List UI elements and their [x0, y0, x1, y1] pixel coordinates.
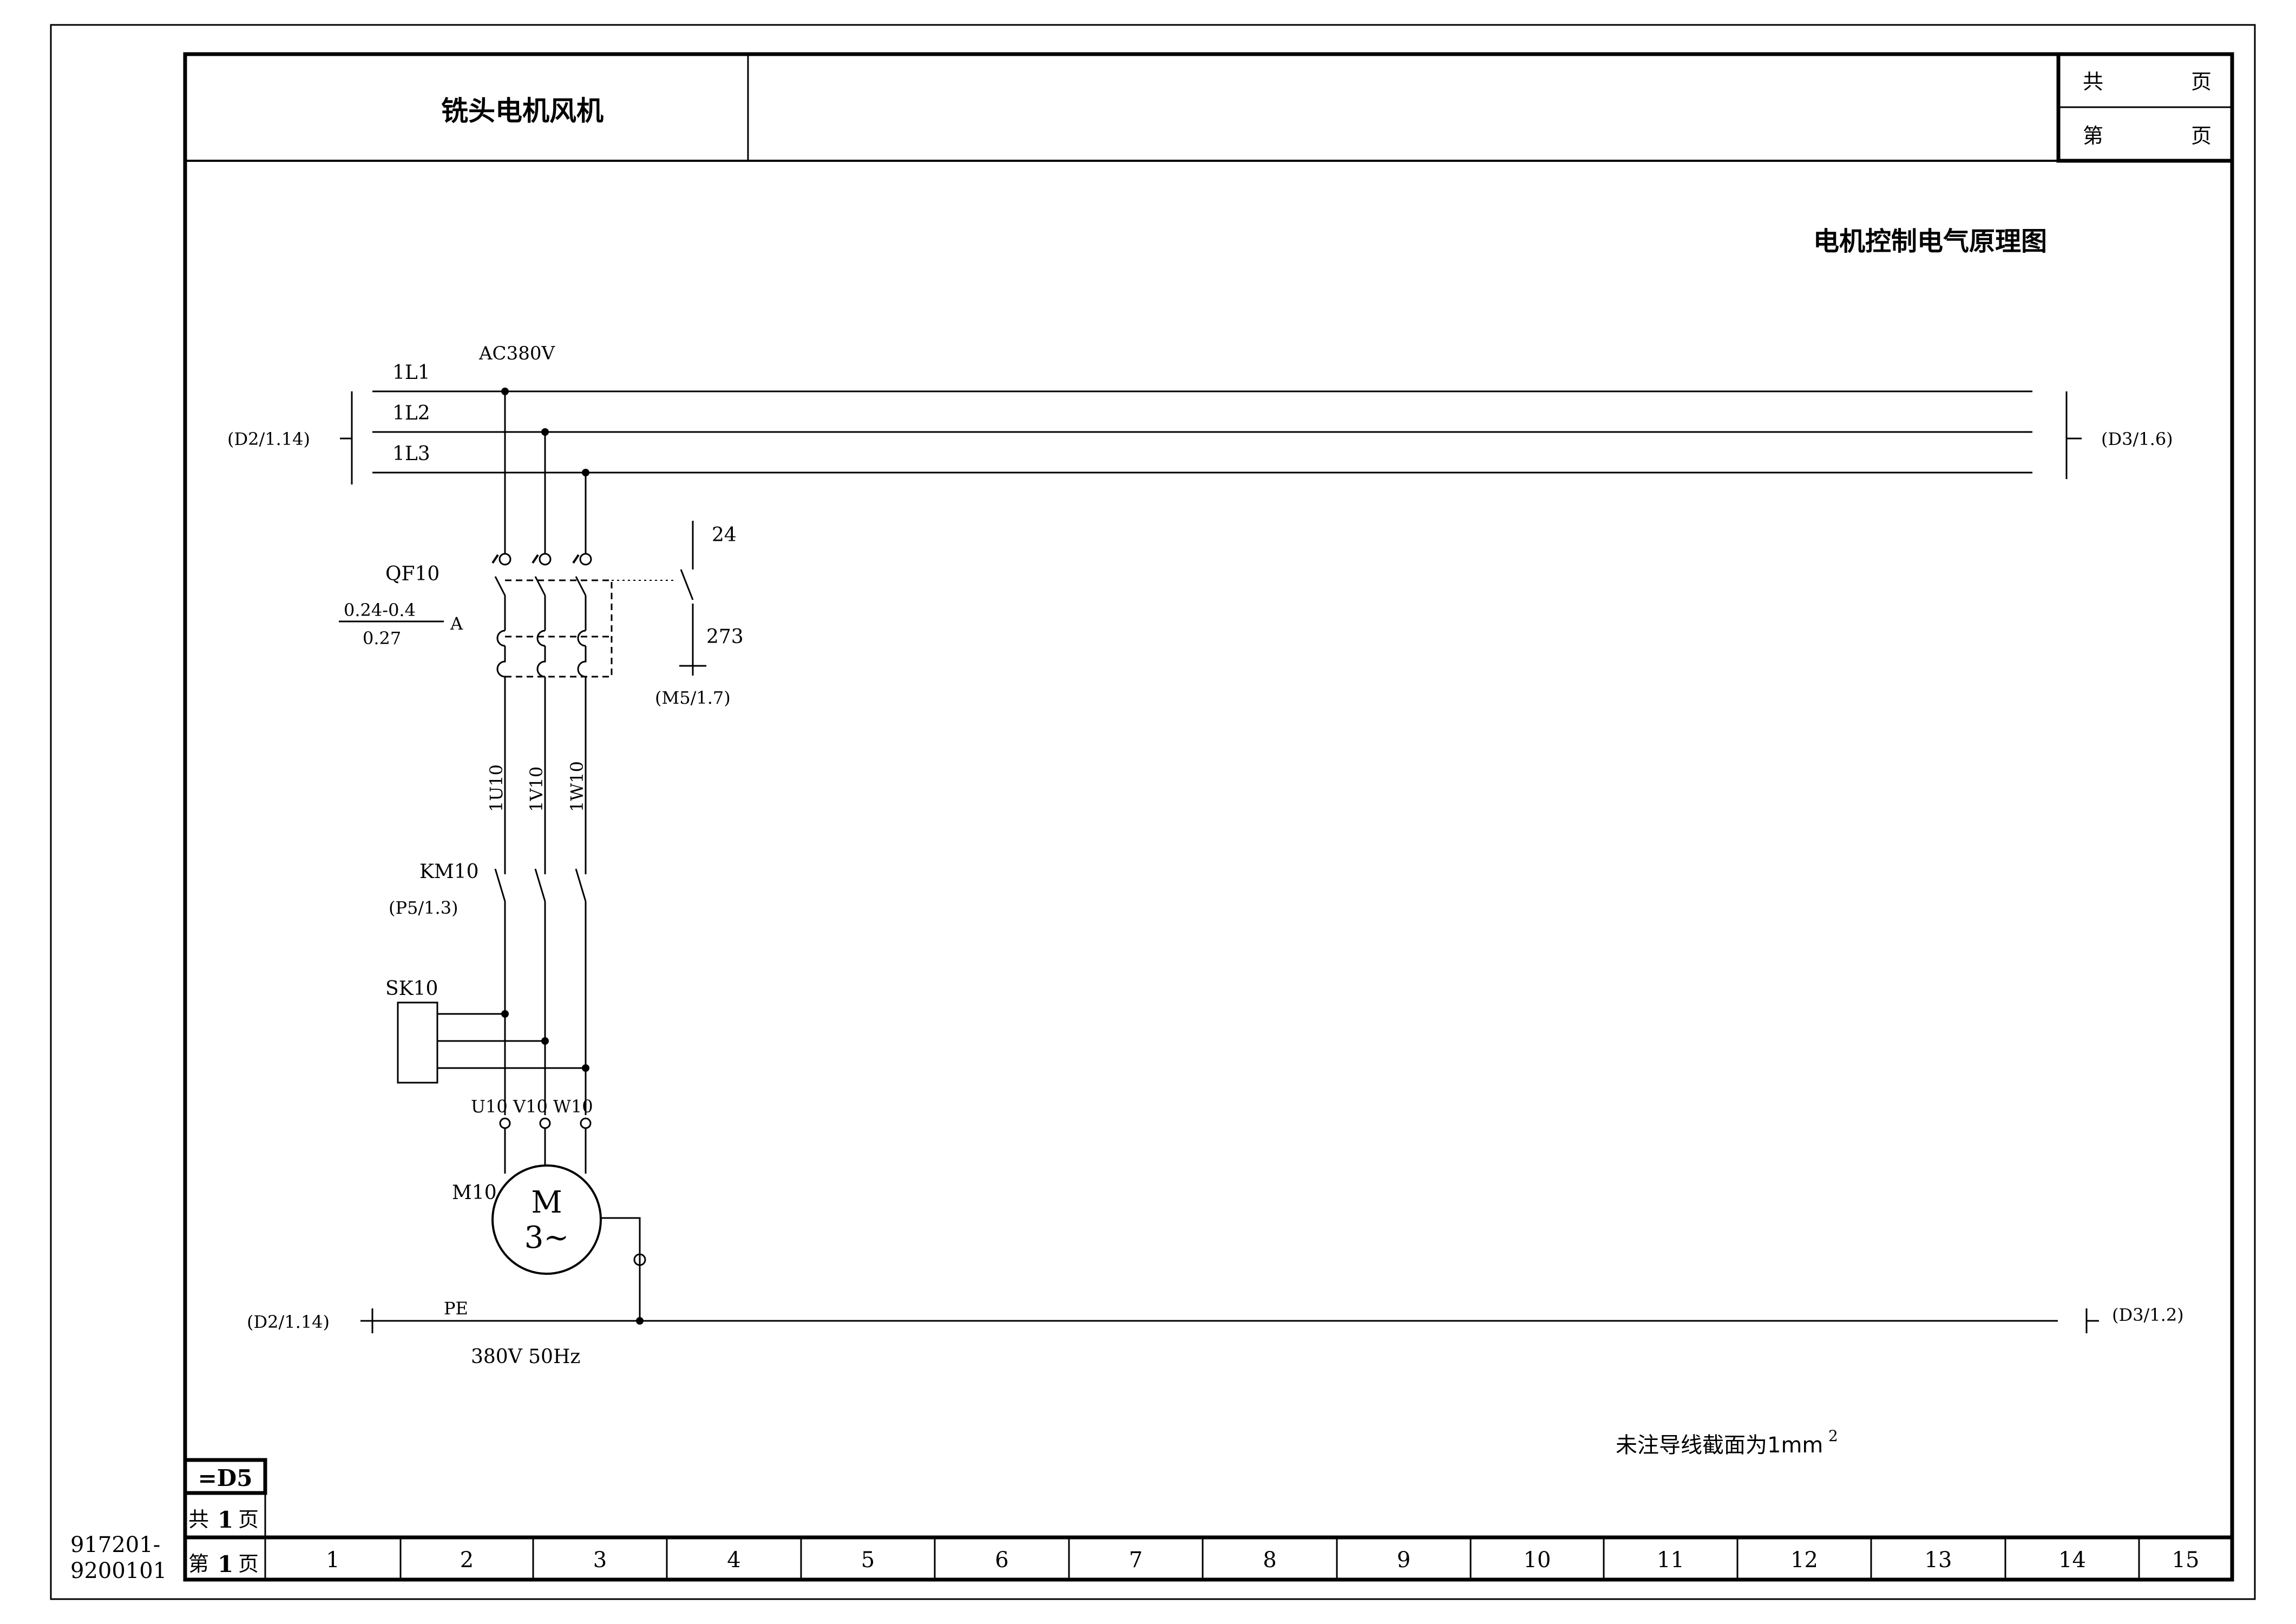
sheet-total-value: 1: [218, 1507, 233, 1533]
contactor-tag: KM10: [419, 861, 479, 883]
total-pages-label: 共: [2083, 70, 2103, 94]
sheet-page-prefix: 第: [188, 1552, 209, 1576]
suppressor-sk10-box: [397, 1001, 438, 1084]
contactor-ref: (P5/1.3): [389, 898, 458, 918]
diagram-title: 电机控制电气原理图: [1813, 226, 2047, 257]
wire-section-note: 未注导线截面为1mm: [1616, 1433, 1823, 1458]
designation-box: [183, 1458, 267, 1495]
motor-pe-terminal: [633, 1253, 646, 1266]
phase-label-1l1: 1L1: [392, 362, 430, 384]
breaker-setting: 0.27: [363, 628, 401, 649]
column-number: 8: [1263, 1548, 1276, 1573]
sheet-total-suffix: 页: [238, 1508, 259, 1531]
suppressor-dot-2: [541, 1037, 549, 1045]
contactor-km10-symbol: [494, 868, 587, 902]
bus-ref-left: (D2/1.14): [227, 429, 310, 449]
drawing-title: 铣头电机风机: [441, 95, 603, 127]
column-number: 3: [593, 1548, 607, 1573]
breaker-tag: QF10: [385, 563, 439, 585]
sheet-page-suffix: 页: [238, 1552, 259, 1576]
suppressor-tag: SK10: [385, 978, 438, 1000]
column-number: 15: [2172, 1548, 2200, 1573]
terminal-label-w10: W10: [553, 1096, 593, 1117]
column-number: 4: [727, 1548, 740, 1573]
drawing-frame: [183, 52, 2234, 1582]
wire-label-1w10: 1W10: [567, 761, 587, 812]
column-number: 11: [1657, 1548, 1684, 1573]
terminal-w10: [580, 1117, 592, 1129]
column-number: 9: [1397, 1548, 1411, 1573]
aux-contact-bottom-label: 273: [706, 626, 744, 648]
aux-contact-blade: [680, 569, 694, 600]
terminal-label-u10: U10: [471, 1096, 508, 1117]
suppressor-dot-1: [501, 1010, 509, 1018]
column-number: 14: [2058, 1548, 2086, 1573]
wire-label-1u10: 1U10: [486, 764, 507, 812]
sheet-designation: =D5: [198, 1465, 253, 1491]
phase-label-1l2: 1L2: [392, 402, 430, 424]
column-number: 2: [460, 1548, 474, 1573]
aux-contact-ref: (M5/1.7): [655, 687, 731, 708]
breaker-qf10-symbol: [491, 553, 613, 678]
drawing-number-line1: 917201-: [70, 1533, 160, 1557]
pe-ref-right: (D3/1.2): [2112, 1305, 2184, 1325]
motor-tag: M10: [452, 1182, 497, 1204]
column-number: 6: [995, 1548, 1008, 1573]
column-number: 1: [326, 1548, 339, 1573]
motor-symbol-phase: 3~: [524, 1220, 569, 1255]
aux-contact-top-label: 24: [712, 524, 737, 546]
column-number: 10: [1524, 1548, 1551, 1573]
column-number: 12: [1790, 1548, 1818, 1573]
terminal-v10: [539, 1117, 551, 1129]
column-number: 7: [1129, 1548, 1143, 1573]
supply-voltage-label: AC380V: [478, 343, 555, 364]
motor-pe-lead: [601, 1217, 641, 1321]
sheet-page-value: 1: [218, 1551, 233, 1577]
sheet-outer-border: [50, 24, 2256, 1600]
column-number: 5: [861, 1548, 875, 1573]
pe-ref-left: (D2/1.14): [247, 1312, 330, 1332]
suppressor-dot-3: [582, 1064, 589, 1072]
wire-label-1v10: 1V10: [526, 767, 547, 812]
bus-ref-right: (D3/1.6): [2101, 429, 2173, 449]
terminal-label-v10: V10: [513, 1096, 548, 1117]
drawing-number-line2: 9200101: [70, 1558, 167, 1583]
breaker-range: 0.24-0.4: [344, 600, 416, 620]
motor-m10-symbol: [491, 1164, 602, 1275]
total-pages-unit: 页: [2191, 70, 2212, 94]
breaker-unit: A: [450, 613, 463, 634]
column-number: 13: [1925, 1548, 1952, 1573]
phase-label-1l3: 1L3: [392, 443, 430, 465]
sheet-total-prefix: 共: [188, 1508, 209, 1531]
page-label: 第: [2083, 124, 2103, 148]
supply-note: 380V 50Hz: [471, 1346, 580, 1368]
terminal-u10: [499, 1117, 511, 1129]
page-unit: 页: [2191, 124, 2212, 148]
motor-symbol-m: M: [531, 1185, 562, 1220]
pe-label: PE: [444, 1298, 468, 1319]
wire-section-superscript: 2: [1828, 1427, 1838, 1445]
